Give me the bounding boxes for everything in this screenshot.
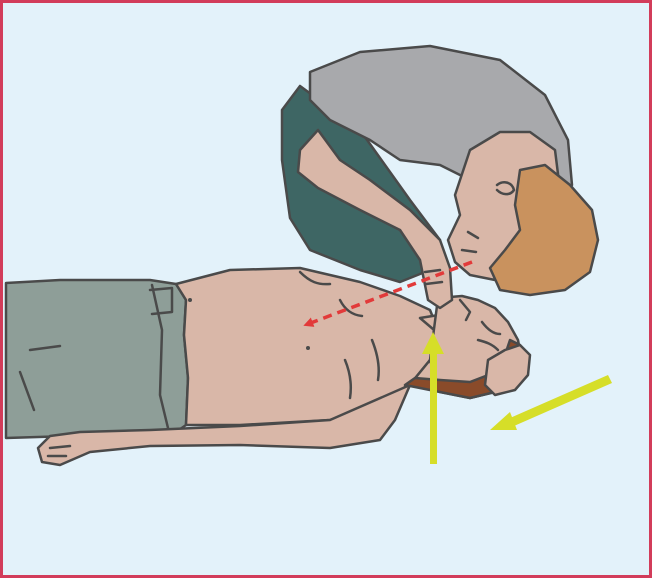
illustration-frame (0, 0, 652, 578)
cpr-illustration (0, 0, 652, 578)
